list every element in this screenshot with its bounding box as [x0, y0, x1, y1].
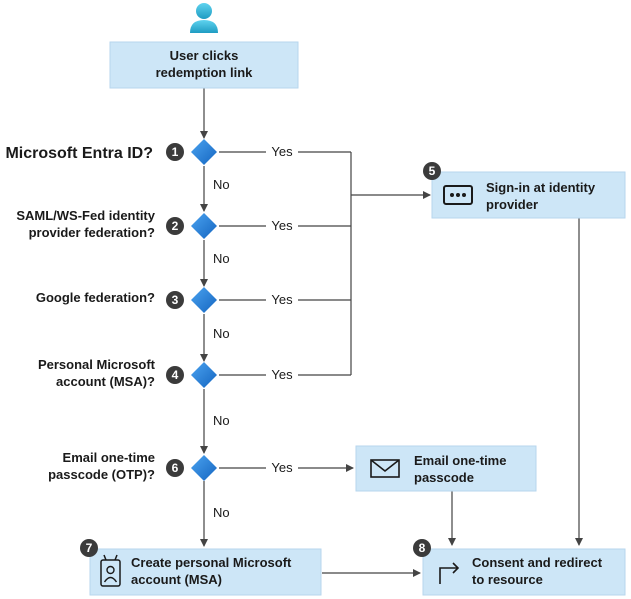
- signin-label-line1: Sign-in at identity: [486, 180, 596, 195]
- label-q2-no: No: [213, 251, 230, 266]
- decision-diamond-icon: [191, 139, 217, 165]
- decision-4-label-line2: account (MSA)?: [56, 374, 155, 389]
- decision-diamond-icon: [191, 455, 217, 481]
- decision-2-label-line2: provider federation?: [29, 225, 155, 240]
- label-q1-yes: Yes: [271, 144, 293, 159]
- decision-diamond-icon: [191, 287, 217, 313]
- step-badge-2: [166, 217, 184, 235]
- connectors: [200, 88, 583, 577]
- otp-label-line2: passcode: [414, 470, 474, 485]
- step-badge-8: [413, 539, 431, 557]
- consent-node: Consent and redirect to resource 8: [413, 539, 626, 596]
- label-q6-no: No: [213, 505, 230, 520]
- step-badge-3: [166, 291, 184, 309]
- label-q4-yes: Yes: [271, 367, 293, 382]
- msa-label-line2: account (MSA): [131, 572, 222, 587]
- step-badge-2-number: 2: [172, 219, 179, 233]
- decision-3: Google federation? 3: [36, 287, 217, 313]
- id-badge-icon: [100, 554, 121, 587]
- label-q4-no: No: [213, 413, 230, 428]
- label-q1-no: No: [213, 177, 230, 192]
- step-badge-7-number: 7: [86, 541, 93, 555]
- step-badge-4: [166, 366, 184, 384]
- start-node: User clicks redemption link: [109, 41, 299, 89]
- msa-label-line1: Create personal Microsoft: [131, 555, 292, 570]
- label-q3-no: No: [213, 326, 230, 341]
- decision-6-label-line1: Email one-time: [63, 450, 155, 465]
- step-badge-4-number: 4: [172, 368, 179, 382]
- decision-diamond-icon: [191, 213, 217, 239]
- user-icon: [190, 3, 218, 33]
- label-q3-yes: Yes: [271, 292, 293, 307]
- start-label-line1: User clicks: [170, 48, 239, 63]
- decision-6-label-line2: passcode (OTP)?: [48, 467, 155, 482]
- step-badge-6-number: 6: [172, 461, 179, 475]
- otp-node: Email one-time passcode: [355, 445, 537, 492]
- decision-1: Microsoft Entra ID? 1: [5, 139, 217, 165]
- decision-diamond-icon: [191, 362, 217, 388]
- decision-1-label: Microsoft Entra ID?: [5, 145, 153, 162]
- step-badge-5-number: 5: [429, 164, 436, 178]
- start-label-line2: redemption link: [156, 65, 254, 80]
- decision-4-label-line1: Personal Microsoft: [38, 357, 156, 372]
- signin-node: Sign-in at identity provider 5: [423, 162, 626, 219]
- step-badge-1-number: 1: [172, 145, 179, 159]
- signin-label-line2: provider: [486, 197, 538, 212]
- edge-labels: Yes Yes Yes Yes Yes No No No No No: [213, 144, 298, 520]
- label-q6-yes: Yes: [271, 460, 293, 475]
- decision-6: Email one-time passcode (OTP)? 6: [48, 450, 217, 482]
- msa-node: Create personal Microsoft account (MSA) …: [80, 539, 322, 596]
- decision-2-label-line1: SAML/WS-Fed identity: [16, 208, 155, 223]
- decision-4: Personal Microsoft account (MSA)? 4: [38, 357, 217, 389]
- step-badge-5: [423, 162, 441, 180]
- envelope-icon: [370, 459, 400, 478]
- consent-label-line1: Consent and redirect: [472, 555, 603, 570]
- consent-label-line2: to resource: [472, 572, 543, 587]
- decision-2: SAML/WS-Fed identity provider federation…: [16, 208, 217, 240]
- otp-label-line1: Email one-time: [414, 453, 506, 468]
- step-badge-8-number: 8: [419, 541, 426, 555]
- step-badge-3-number: 3: [172, 293, 179, 307]
- decision-3-label: Google federation?: [36, 290, 155, 305]
- redirect-arrow-icon: [439, 562, 460, 584]
- label-q2-yes: Yes: [271, 218, 293, 233]
- password-dots-icon: [443, 185, 473, 205]
- step-badge-7: [80, 539, 98, 557]
- step-badge-6: [166, 459, 184, 477]
- step-badge-1: [166, 143, 184, 161]
